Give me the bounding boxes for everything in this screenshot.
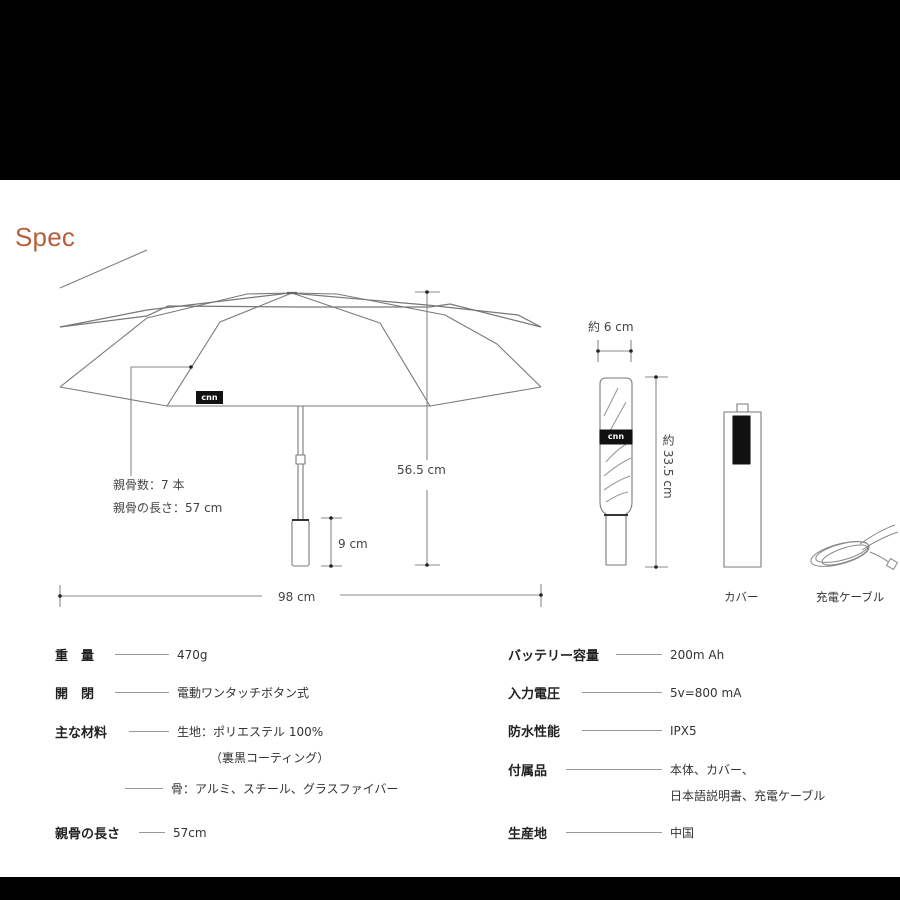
open-umbrella-drawing (58, 290, 899, 607)
bottom-black-band (0, 877, 900, 900)
spec-row-weight: 重 量 470g (55, 645, 208, 665)
leader-line (129, 731, 169, 732)
open-umbrella-logo: cnn (196, 391, 223, 404)
spec-row-origin: 生産地 中国 (508, 823, 694, 842)
canopy-hem (59, 386, 542, 407)
cable-caption: 充電ケーブル (816, 590, 885, 604)
leader-line (125, 788, 163, 789)
technical-drawings (59, 249, 148, 289)
spec-value: 5v=800 mA (670, 685, 742, 700)
spec-row-rib-length: 親骨の長さ 57cm (55, 823, 207, 843)
spec-value: IPX5 (670, 723, 697, 738)
cover-caption: カバー (724, 590, 759, 604)
height-dimension-label: 56.5 cm (397, 463, 446, 477)
spec-key: 重 量 (55, 649, 95, 664)
spec-key: 防水性能 (508, 725, 561, 740)
leader-line (115, 654, 169, 655)
spec-value: 57cm (173, 825, 207, 840)
spec-row-accessories: 付属品 本体、カバー、 (508, 760, 754, 779)
spec-value: 中国 (670, 826, 695, 840)
spec-row-battery: バッテリー容量 200m Ah (508, 645, 725, 665)
spec-row-materials: 主な材料 生地：ポリエステル 100% (55, 722, 323, 741)
rib-left (166, 292, 293, 407)
folded-length-label: 約 33.5 cm (661, 434, 675, 499)
spec-value: 生地：ポリエステル 100% (177, 725, 324, 739)
top-black-band (0, 0, 900, 180)
cable-coil (810, 524, 899, 570)
spec-row-waterproof: 防水性能 IPX5 (508, 721, 697, 741)
open-umbrella-canopy (59, 292, 542, 328)
spec-value: 電動ワンタッチボタン式 (177, 686, 310, 700)
spec-row-frame: 骨：アルミ、スチール、グラスファイバー (125, 780, 398, 797)
spec-key: 開 閉 (55, 687, 95, 702)
spec-sheet: Spec (0, 180, 900, 877)
leader-line (115, 692, 169, 693)
canopy-silhouette (59, 292, 542, 388)
spec-key: 主な材料 (55, 726, 108, 741)
spec-key: 親骨の長さ (55, 827, 121, 842)
rib-right (291, 292, 431, 407)
leader-line (582, 730, 662, 731)
width-dimension-label: 98 cm (278, 590, 316, 604)
spec-row-opening: 開 閉 電動ワンタッチボタン式 (55, 683, 309, 702)
spec-key: バッテリー容量 (508, 649, 600, 664)
spec-key: 入力電圧 (508, 687, 561, 702)
folded-width-label: 約 6 cm (588, 320, 634, 334)
folded-umbrella-logo: cnn (607, 432, 625, 441)
leader-line (566, 832, 662, 833)
spec-key: 付属品 (508, 764, 548, 779)
leader-line (616, 654, 662, 655)
leader-line (566, 769, 662, 770)
spec-value: 骨：アルミ、スチール、グラスファイバー (171, 782, 399, 796)
leader-line (582, 692, 662, 693)
leader-line (139, 832, 165, 833)
page-title: Spec (15, 222, 76, 252)
spec-value: 470g (177, 647, 208, 662)
spec-value: 本体、カバー、 (670, 763, 754, 777)
spec-value-extra: （裏黒コーティング） (210, 751, 330, 765)
spec-value: 200m Ah (670, 647, 725, 662)
rib-count-label: 親骨数：7 本 (113, 478, 185, 492)
spec-value-extra: 日本語説明書、充電ケーブル (670, 789, 826, 803)
folded-canopy (599, 377, 633, 516)
rib-length-label: 親骨の長さ：57 cm (113, 501, 223, 515)
spec-row-input-voltage: 入力電圧 5v=800 mA (508, 683, 742, 703)
rib-callout-line (130, 366, 191, 476)
spec-key: 生産地 (508, 827, 548, 842)
handle-dimension-label: 9 cm (338, 537, 368, 551)
umbrella-diagram (59, 292, 542, 328)
